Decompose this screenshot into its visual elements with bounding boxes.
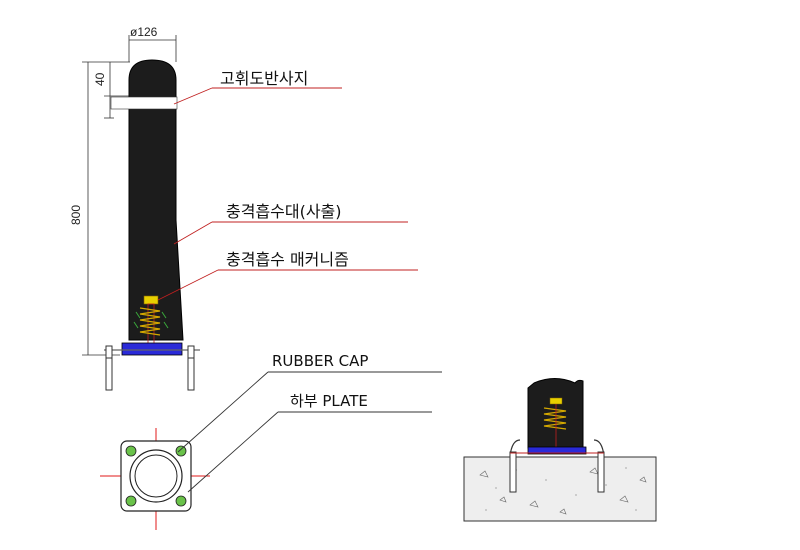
bottom-plate — [120, 440, 192, 512]
section-mechanism — [543, 397, 567, 448]
section-post — [527, 378, 584, 449]
anchor-bolts — [105, 345, 195, 391]
label-impact-band: 충격흡수대(사출) — [226, 202, 342, 221]
diameter-dimension: ø126 — [130, 25, 158, 39]
elevation-view: ø126 40 800 — [69, 25, 418, 391]
rubber-cap-ring-outer — [129, 449, 183, 503]
label-reflective-sheet: 고휘도반사지 — [220, 69, 308, 88]
reflective-band — [110, 96, 178, 110]
concrete-base — [463, 456, 657, 522]
base-plate — [121, 342, 183, 356]
plan-view: RUBBER CAP 하부 PLATE — [100, 352, 442, 530]
label-impact-mechanism: 충격흡수 매커니즘 — [226, 250, 349, 269]
dimension-lines — [82, 35, 177, 356]
section-anchor-bolts — [509, 451, 605, 493]
total-height-dimension: 800 — [69, 205, 83, 225]
section-view — [463, 378, 657, 522]
plan-leader-lines — [177, 371, 442, 493]
section-base-plate — [527, 446, 587, 455]
band-height-dimension: 40 — [93, 72, 107, 86]
label-bottom-plate: 하부 PLATE — [290, 392, 368, 410]
post-body — [128, 59, 184, 341]
rubber-cap-ring-inner — [134, 454, 178, 498]
plate-bolts — [125, 445, 187, 507]
leader-lines — [157, 87, 418, 301]
label-rubber-cap: RUBBER CAP — [272, 352, 368, 370]
